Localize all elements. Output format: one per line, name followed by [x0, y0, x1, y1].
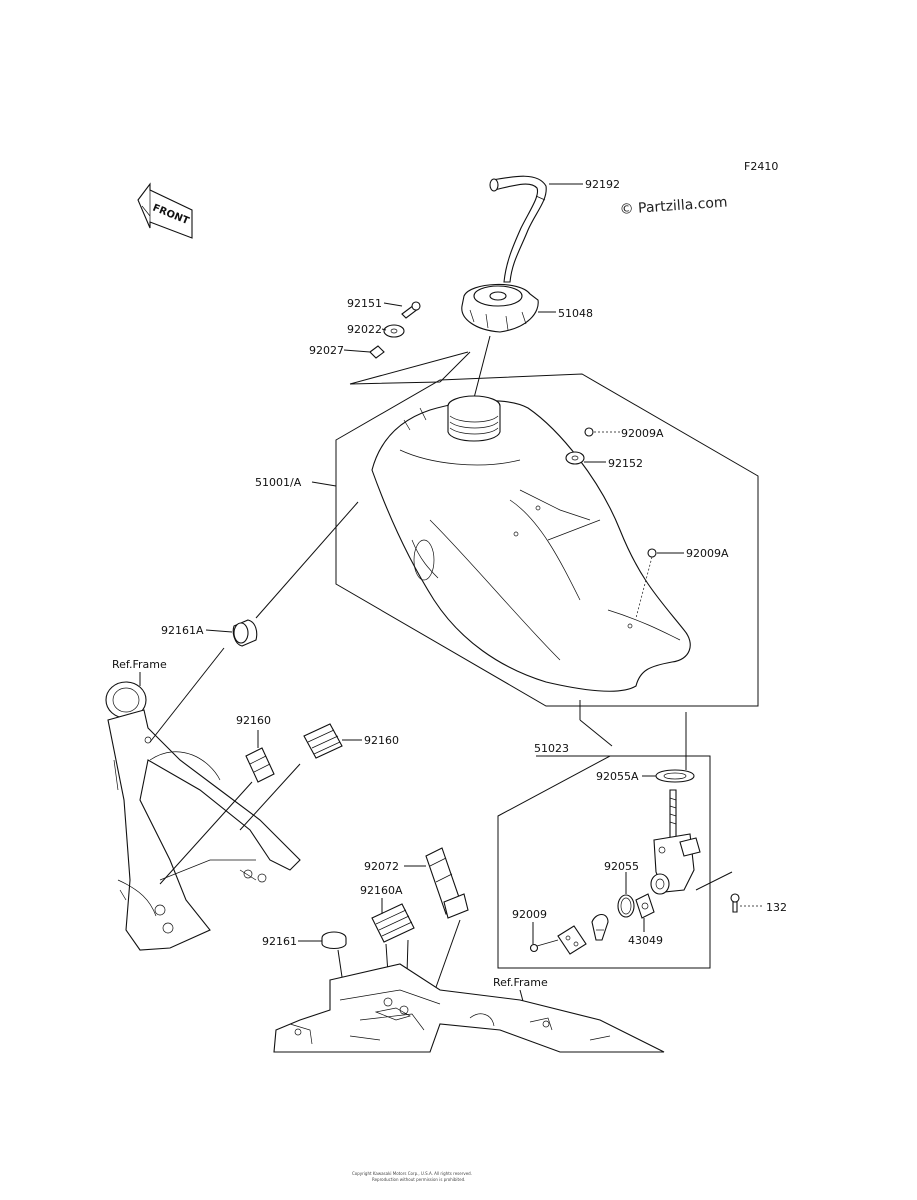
- label-92161: 92161: [262, 935, 297, 948]
- pad-92160-left-part: [245, 747, 275, 783]
- label-92022: 92022: [347, 323, 382, 336]
- grommet-92152-part: [565, 451, 585, 465]
- label-92009A-mid: 92009A: [686, 547, 729, 560]
- tank-assembly-outline: [335, 373, 759, 707]
- label-92072: 92072: [364, 860, 399, 873]
- watermark-text: © Partzilla.com: [619, 194, 728, 217]
- label-92055A: 92055A: [596, 770, 639, 783]
- diagram-code: F2410: [744, 160, 778, 173]
- label-92009A-top: 92009A: [621, 427, 664, 440]
- label-92192: 92192: [585, 178, 620, 191]
- fuel-cap-part: [461, 283, 539, 333]
- front-arrow-icon: FRONT: [137, 182, 193, 239]
- filter-43049-part: [635, 893, 655, 919]
- label-92152: 92152: [608, 457, 643, 470]
- fuel-cock-assembly-outline: [497, 755, 711, 969]
- damper-92161-part: [321, 931, 347, 950]
- fuel-tank-part: [371, 395, 691, 692]
- bolt-92151-part: [401, 301, 421, 319]
- fuel-cock-part: [650, 789, 701, 895]
- screw-132-part: [730, 893, 740, 913]
- label-51001A: 51001/A: [255, 476, 302, 489]
- label-92160-right: 92160: [364, 734, 399, 747]
- frame-top-left-part: [105, 681, 301, 951]
- label-51023: 51023: [534, 742, 569, 755]
- pad-92160A-part: [371, 903, 415, 943]
- ref-frame-bottom-label: Ref.Frame: [493, 976, 548, 989]
- frame-bottom-part: [273, 963, 665, 1053]
- collar-92027-part: [369, 345, 385, 359]
- label-43049: 43049: [628, 934, 663, 947]
- label-92055: 92055: [604, 860, 639, 873]
- screw-92009A-mid-part: [647, 548, 657, 558]
- screw-92009-part: [529, 939, 559, 953]
- label-92161A: 92161A: [161, 624, 204, 637]
- label-92160A: 92160A: [360, 884, 403, 897]
- gasket-92055A-part: [655, 769, 695, 783]
- screw-92009A-top-part: [584, 427, 594, 437]
- ref-frame-top-label: Ref.Frame: [112, 658, 167, 671]
- damper-92161A-part: [232, 619, 258, 647]
- label-92151: 92151: [347, 297, 382, 310]
- breather-hose-part: [489, 175, 583, 283]
- lever-part: [591, 913, 609, 941]
- footer-line-2: Reproduction without permission is prohi…: [372, 1177, 465, 1182]
- label-132: 132: [766, 901, 787, 914]
- plate-part: [557, 925, 587, 955]
- label-51048: 51048: [558, 307, 593, 320]
- band-92072-part: [425, 847, 469, 919]
- pad-92160-right-part: [303, 723, 343, 759]
- label-92027: 92027: [309, 344, 344, 357]
- footer-line-1: Copyright Kawasaki Motors Corp., U.S.A. …: [352, 1171, 472, 1176]
- washer-92022-part: [383, 324, 405, 338]
- label-92160-left: 92160: [236, 714, 271, 727]
- label-92009: 92009: [512, 908, 547, 921]
